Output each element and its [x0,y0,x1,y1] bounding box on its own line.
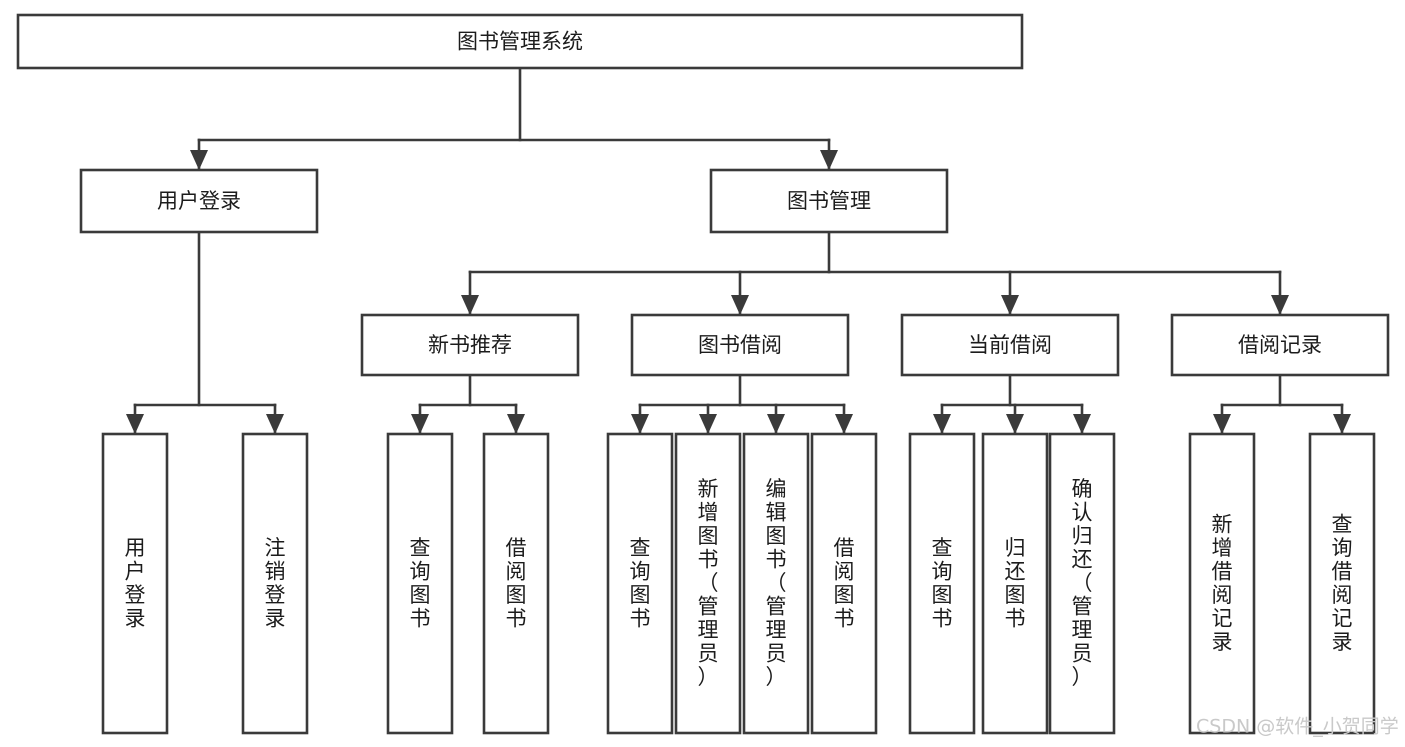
watermark-layer: CSDN @软件_小贺同学 [1196,716,1399,738]
node-root[interactable]: 图书管理系统 [16,13,1024,70]
node-label-leaf-borrow-query: 查询图书 [630,536,651,631]
node-leaf-borrow-edit[interactable]: 编辑图书（管理员） [742,432,810,735]
node-leaf-rec-add[interactable]: 新增借阅记录 [1188,432,1256,735]
arrow-head-icon-leaf-cur-query [933,414,951,434]
node-box-leaf-borrow-query [606,432,674,735]
node-label-leaf-borrow-add: 新增图书（管理员） [698,477,719,689]
node-book-manage[interactable]: 图书管理 [709,168,949,234]
node-box-leaf-borrow-lend [810,432,878,735]
arrow-head-icon-current-borrow [1001,295,1019,315]
node-label-leaf-rec-query: 查询图书 [410,536,431,631]
node-leaf-rec-borrow[interactable]: 借阅图书 [482,432,550,735]
node-leaf-cur-return[interactable]: 归还图书 [981,432,1049,735]
node-label-leaf-rec-search: 查询借阅记录 [1332,512,1353,654]
node-leaf-user-login[interactable]: 用户登录 [101,432,169,735]
arrow-head-icon-leaf-user-logout [266,414,284,434]
arrow-head-icon-leaf-rec-borrow [507,414,525,434]
node-box-leaf-user-login [101,432,169,735]
node-leaf-rec-query[interactable]: 查询图书 [386,432,454,735]
node-leaf-cur-confirm[interactable]: 确认归还（管理员） [1048,432,1116,735]
node-box-book-borrow [630,313,850,377]
arrow-head-icon-leaf-borrow-query [631,414,649,434]
node-label-new-book-rec: 新书推荐 [428,333,512,357]
node-label-leaf-borrow-lend: 借阅图书 [834,536,855,631]
arrow-head-icon-book-borrow [731,295,749,315]
node-label-leaf-rec-add: 新增借阅记录 [1212,512,1233,654]
arrow-head-icon-leaf-borrow-edit [767,414,785,434]
node-leaf-rec-search[interactable]: 查询借阅记录 [1308,432,1376,735]
arrow-head-icon-leaf-rec-search [1333,414,1351,434]
node-layer: 图书管理系统用户登录图书管理新书推荐图书借阅当前借阅借阅记录用户登录注销登录查询… [16,13,1390,735]
node-box-current-borrow [900,313,1120,377]
node-label-current-borrow: 当前借阅 [968,333,1052,357]
node-box-leaf-cur-query [908,432,976,735]
node-box-user-login [79,168,319,234]
arrow-head-icon-leaf-rec-query [411,414,429,434]
arrow-head-icon-leaf-rec-add [1213,414,1231,434]
node-label-leaf-cur-confirm: 确认归还（管理员） [1072,477,1093,689]
arrow-head-icon-leaf-user-login [126,414,144,434]
connector-layer [126,66,1351,436]
node-box-leaf-borrow-edit [742,432,810,735]
node-book-borrow[interactable]: 图书借阅 [630,313,850,377]
node-box-leaf-user-logout [241,432,309,735]
arrow-head-icon-leaf-borrow-lend [835,414,853,434]
node-box-leaf-rec-borrow [482,432,550,735]
node-new-book-rec[interactable]: 新书推荐 [360,313,580,377]
node-box-book-manage [709,168,949,234]
node-box-root [16,13,1024,70]
node-box-leaf-rec-search [1308,432,1376,735]
node-leaf-cur-query[interactable]: 查询图书 [908,432,976,735]
node-label-leaf-user-logout: 注销登录 [265,536,286,631]
node-label-root: 图书管理系统 [457,30,583,54]
node-label-borrow-record: 借阅记录 [1238,333,1322,357]
node-leaf-borrow-add[interactable]: 新增图书（管理员） [674,432,742,735]
node-label-book-borrow: 图书借阅 [698,333,782,357]
arrow-head-icon-new-book-rec [461,295,479,315]
node-label-leaf-user-login: 用户登录 [125,536,146,631]
node-box-leaf-cur-confirm [1048,432,1116,735]
node-box-leaf-rec-query [386,432,454,735]
node-leaf-borrow-lend[interactable]: 借阅图书 [810,432,878,735]
node-label-user-login: 用户登录 [157,189,241,213]
node-box-leaf-rec-add [1188,432,1256,735]
node-label-leaf-rec-borrow: 借阅图书 [506,536,527,631]
arrow-head-icon-leaf-cur-confirm [1073,414,1091,434]
node-label-leaf-cur-return: 归还图书 [1005,536,1026,631]
node-borrow-record[interactable]: 借阅记录 [1170,313,1390,377]
node-current-borrow[interactable]: 当前借阅 [900,313,1120,377]
arrow-head-icon-user-login [190,150,208,170]
node-leaf-user-logout[interactable]: 注销登录 [241,432,309,735]
arrow-head-icon-borrow-record [1271,295,1289,315]
node-box-borrow-record [1170,313,1390,377]
arrow-head-icon-leaf-cur-return [1006,414,1024,434]
node-user-login[interactable]: 用户登录 [79,168,319,234]
node-box-new-book-rec [360,313,580,377]
node-leaf-borrow-query[interactable]: 查询图书 [606,432,674,735]
node-label-leaf-borrow-edit: 编辑图书（管理员） [766,477,787,689]
node-label-book-manage: 图书管理 [787,189,871,213]
node-box-leaf-borrow-add [674,432,742,735]
arrow-head-icon-book-manage [820,150,838,170]
node-label-leaf-cur-query: 查询图书 [932,536,953,631]
node-box-leaf-cur-return [981,432,1049,735]
csdn-watermark: CSDN @软件_小贺同学 [1196,716,1399,738]
arrow-head-icon-leaf-borrow-add [699,414,717,434]
